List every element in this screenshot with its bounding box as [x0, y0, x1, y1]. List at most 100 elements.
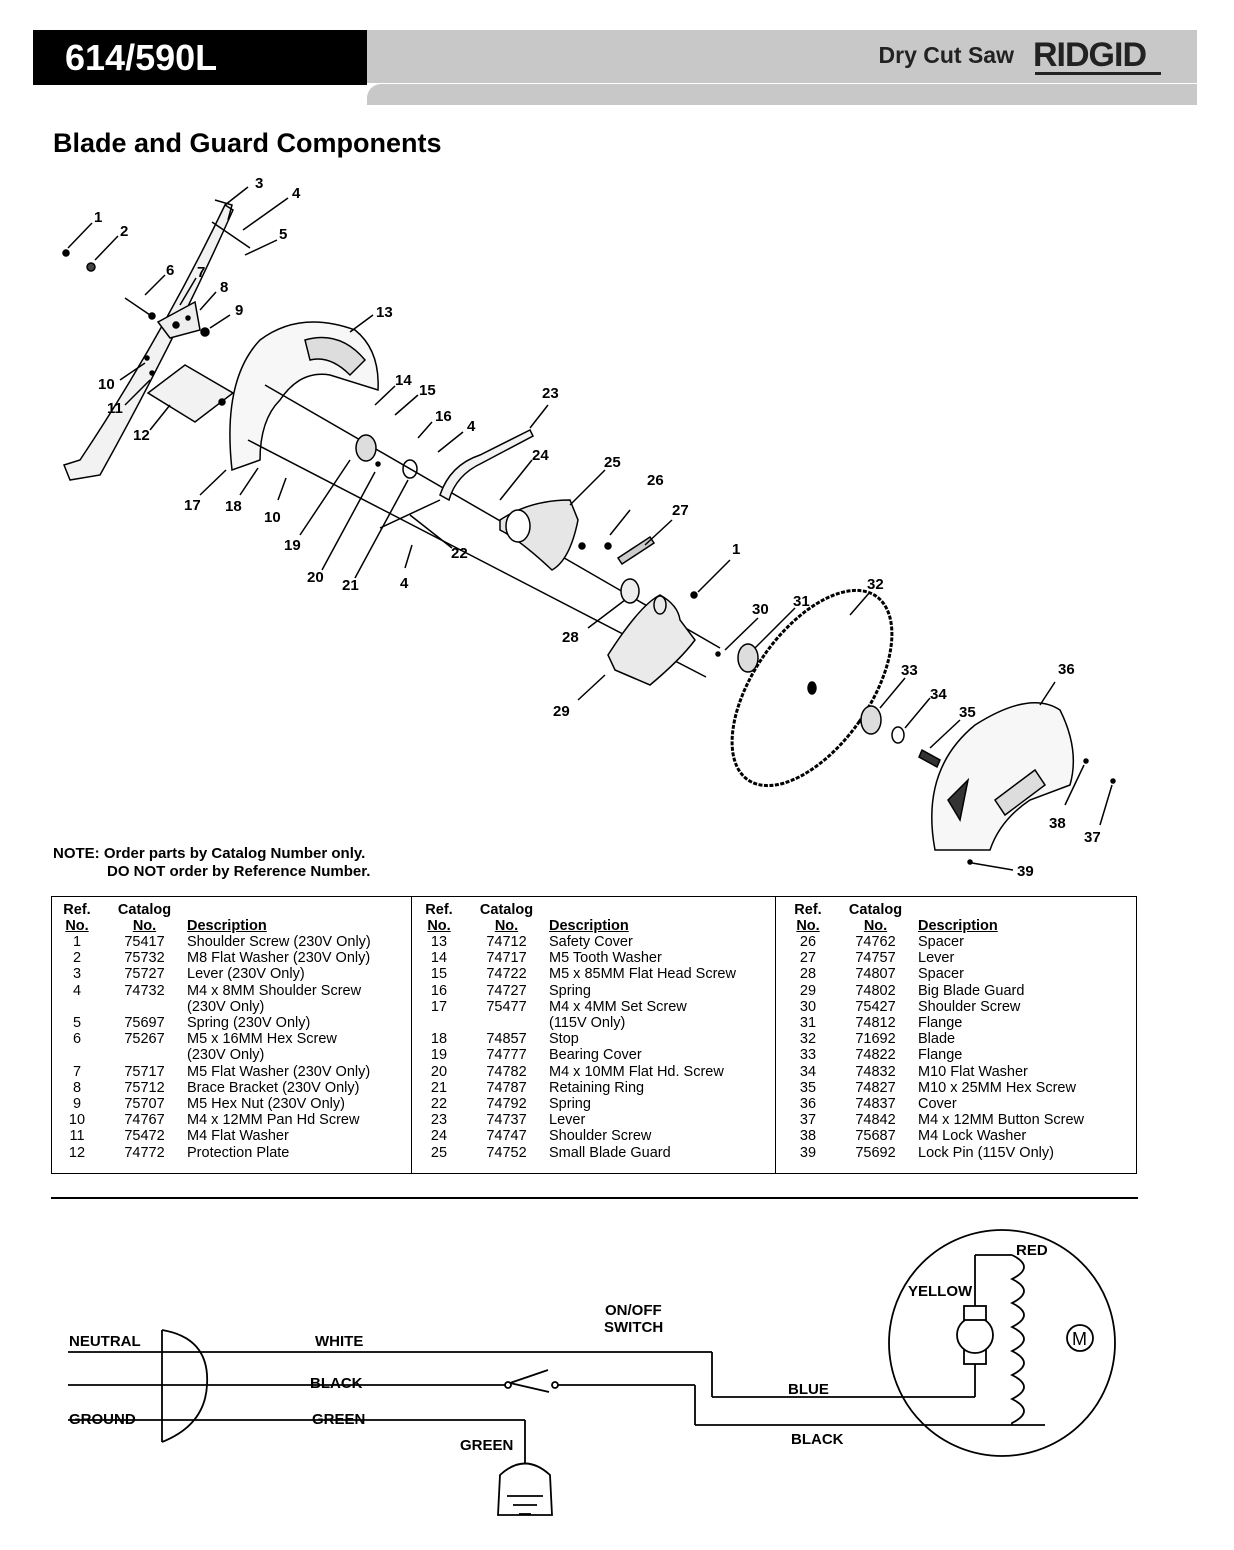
part-description: Stop — [549, 1031, 579, 1048]
callout: 38 — [1049, 815, 1066, 832]
ref-number: 24 — [430, 1128, 448, 1145]
catalog-number — [464, 1015, 549, 1031]
ref-number: 23 — [430, 1112, 448, 1129]
catalog-number: 74712 — [486, 934, 527, 950]
brand-logo: RIDGID — [1033, 36, 1147, 74]
part-description: M5 x 85MM Flat Head Screw — [549, 966, 736, 983]
callout: 3 — [255, 175, 263, 192]
ref-number: 3 — [72, 966, 82, 983]
catalog-number: 75267 — [124, 1031, 165, 1048]
catalog-number: 74747 — [486, 1128, 527, 1145]
header-grey-tab — [367, 84, 1197, 105]
ref-number: 13 — [430, 934, 448, 950]
part-description: Lever (230V Only) — [187, 966, 305, 983]
catalog-number: 75717 — [124, 1063, 165, 1080]
callout: 11 — [107, 400, 123, 417]
label-black-out: BLACK — [791, 1431, 844, 1448]
catalog-number: 74727 — [486, 982, 527, 999]
callout: 24 — [532, 447, 549, 464]
ref-number: 21 — [430, 1079, 448, 1096]
part-description: M4 x 12MM Pan Hd Screw — [187, 1112, 360, 1129]
table-row: 7 75717 M5 Flat Washer (230V Only) — [52, 1064, 407, 1080]
header-ref: Ref.No. — [63, 902, 91, 934]
catalog-number: 75727 — [124, 966, 165, 983]
ref-number: 5 — [72, 1015, 82, 1032]
part-description: Big Blade Guard — [918, 982, 1025, 999]
part-description: Shoulder Screw — [549, 1128, 652, 1145]
part-description: M4 x 12MM Button Screw — [918, 1112, 1084, 1129]
part-description: Lever — [918, 950, 955, 967]
catalog-number: 74837 — [855, 1096, 896, 1113]
catalog-number: 74822 — [855, 1047, 896, 1064]
ref-number: 32 — [799, 1031, 817, 1048]
callout: 30 — [752, 601, 769, 618]
column-divider — [411, 897, 412, 1173]
catalog-number — [102, 1047, 187, 1063]
catalog-number: 74787 — [486, 1079, 527, 1096]
callout: 12 — [133, 427, 150, 444]
part-description: M8 Flat Washer (230V Only) — [187, 950, 371, 967]
ref-number: 12 — [68, 1144, 86, 1161]
ref-number: 16 — [430, 982, 448, 999]
section-title: Blade and Guard Components — [53, 128, 442, 158]
part-description: Safety Cover — [549, 934, 633, 950]
label-yellow: YELLOW — [908, 1283, 973, 1300]
callout: 23 — [542, 385, 559, 402]
exploded-parts-diagram: 1 2 3 4 5 6 7 8 9 10 11 12 13 14 15 16 4… — [62, 175, 1116, 880]
part-description: M10 x 25MM Hex Screw — [918, 1079, 1076, 1096]
ref-number: 15 — [430, 966, 448, 983]
part-description: Shoulder Screw (230V Only) — [187, 934, 371, 950]
callout: 25 — [604, 454, 621, 471]
catalog-number: 75472 — [124, 1128, 165, 1145]
ref-number — [414, 1015, 464, 1031]
callout: 31 — [793, 593, 810, 610]
callout: 27 — [672, 502, 689, 519]
ref-number: 10 — [68, 1112, 86, 1129]
catalog-number: 75732 — [124, 950, 165, 967]
ref-number: 4 — [72, 982, 82, 999]
header-description: Description — [918, 918, 998, 934]
ref-number: 11 — [69, 1128, 85, 1145]
brand-logo-underline — [1035, 72, 1161, 75]
callout: 10 — [264, 509, 281, 526]
table-row: 13 74712 Safety Cover — [414, 934, 772, 950]
label-switch-1: ON/OFF — [605, 1302, 662, 1319]
ref-number: 33 — [799, 1047, 817, 1064]
ref-number: 7 — [72, 1063, 82, 1080]
part-description: Lock Pin (115V Only) — [918, 1144, 1054, 1161]
ref-number: 1 — [72, 934, 82, 950]
part-description: M5 Flat Washer (230V Only) — [187, 1063, 371, 1080]
label-white: WHITE — [315, 1333, 363, 1350]
ref-number: 30 — [799, 998, 817, 1015]
callout: 18 — [225, 498, 242, 515]
label-neutral: NEUTRAL — [69, 1333, 141, 1350]
ref-number: 39 — [799, 1144, 817, 1161]
callout: 9 — [235, 302, 243, 319]
part-description: Spring — [549, 1096, 591, 1113]
table-row: (230V Only) — [52, 1047, 407, 1063]
catalog-number: 75687 — [855, 1128, 896, 1145]
callout: 4 — [467, 418, 476, 435]
label-green-ground: GREEN — [460, 1437, 513, 1454]
part-description: (230V Only) — [187, 1047, 265, 1064]
catalog-number: 74802 — [855, 982, 896, 999]
callout: 28 — [562, 629, 579, 646]
label-green-in: GREEN — [312, 1411, 365, 1428]
callout: 4 — [292, 185, 301, 202]
wiring-diagram: NEUTRAL GROUND WHITE BLACK GREEN ON/OFF … — [68, 1229, 1116, 1516]
